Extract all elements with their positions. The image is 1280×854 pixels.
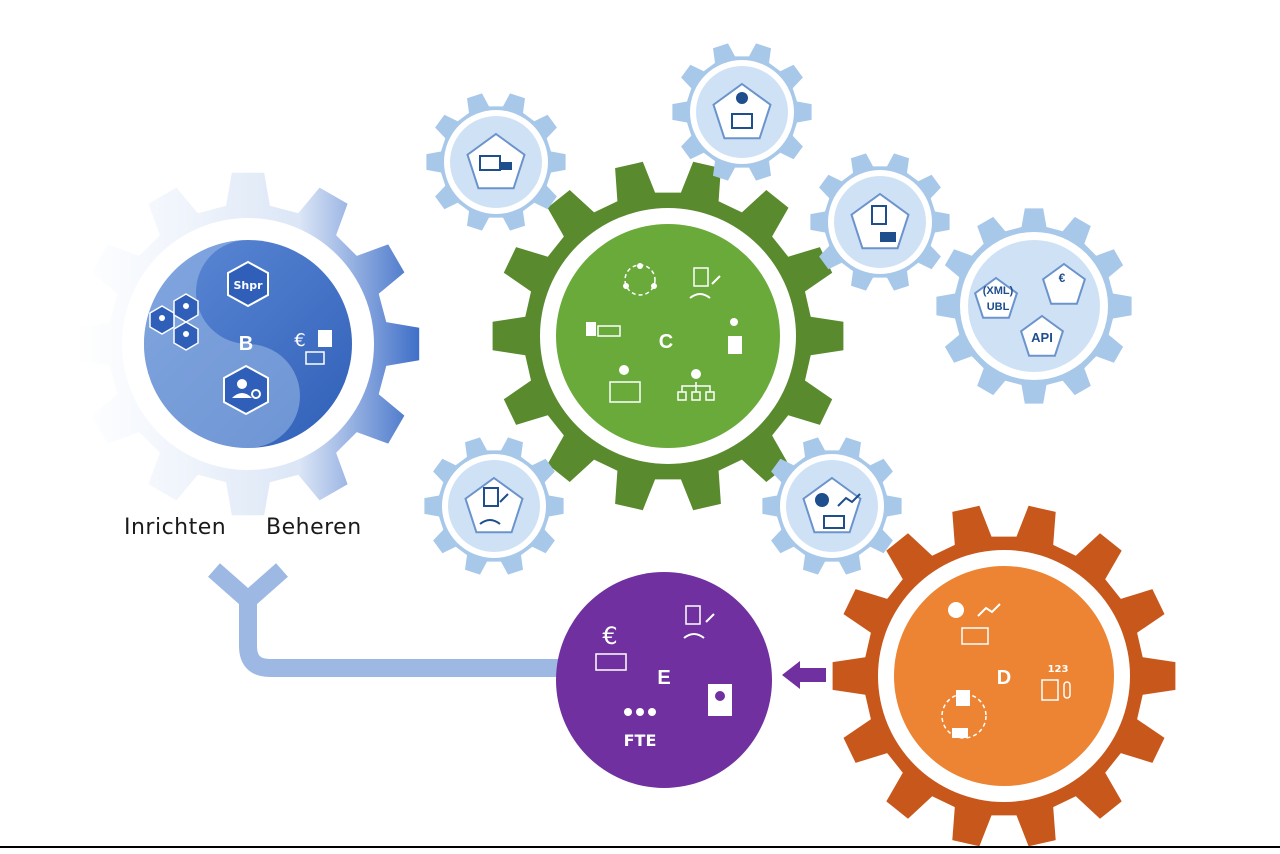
gear-d-shape [832,505,1176,847]
numbered-checklist-icon: 123 [1041,664,1071,701]
shpr-badge-icon: Shpr [227,260,269,308]
gear-d [832,505,1176,847]
d-to-e-arrow [782,661,826,689]
team-hexagons-icon [149,293,199,351]
contract-handshake-icon [689,267,721,299]
satellite-gear-warehouse-pentagon [466,132,526,190]
gear-d-content: D 123 [941,602,1071,739]
satellite-gear-integration [936,208,1132,404]
xml-ubl-api-icons: (XML) UBL € API [983,271,1066,345]
hub-d-label: D [997,667,1011,689]
gear-c-shape [492,161,844,511]
user-email-icon [731,92,753,129]
euro-document-icon [708,684,732,716]
warehouse-stock-icon [586,322,621,337]
satellite-gear-reporting [762,437,902,575]
svg-text:UBL: UBL [987,301,1010,313]
org-chart-icon [677,369,715,401]
svg-text:(XML): (XML) [983,285,1014,297]
svg-text:123: 123 [1048,664,1069,675]
euro-transfer-pentagon [1041,262,1087,305]
pie-chart-icon [815,493,861,529]
gear-c [492,161,844,511]
return-arrow [208,563,560,677]
satellite-gear-user-email [672,43,812,181]
svg-text:€: € [602,622,617,650]
contract-handshake-icon [683,605,715,639]
svg-text:FTE: FTE [624,731,657,750]
manage-label: Beheren [266,515,362,540]
circle-e: € E FTE [556,572,772,788]
bottom-border [0,846,1280,848]
cart-cycle-icon [623,263,657,296]
satellite-gear-user-email-pentagon [712,82,772,140]
user-settings-icon [223,364,269,416]
svg-text:€: € [294,330,305,351]
supplier-document-icon [728,318,742,354]
contract-handshake-icon [479,487,509,525]
hub-e-label: E [657,667,670,689]
online-order-icon [609,365,641,403]
svg-text:€: € [1059,271,1066,285]
warehouse-truck-icon [479,155,512,171]
satellite-gear-reporting-pentagon [802,476,862,534]
euro-chart-icon: € [595,622,627,671]
gear-b-content: Shpr B € [144,240,352,448]
delivery-cycle-icon [941,690,987,739]
hub-c-label: C [659,331,673,353]
euro-invoice-icon: € [294,330,332,365]
delivery-documents-icon [871,205,896,242]
xml-ubl-pentagon [973,276,1019,319]
pie-chart-icon [948,602,1001,645]
svg-text:Shpr: Shpr [233,279,263,292]
gear-c-content: C [586,263,742,403]
api-pentagon [1019,314,1065,357]
svg-text:API: API [1031,330,1053,345]
hub-b-label: B [239,333,253,355]
satellite-gear-delivery [810,153,950,291]
satellite-gear-warehouse [426,93,566,231]
fte-staff-icon: FTE [624,708,657,750]
setup-label: Inrichten [124,515,227,540]
